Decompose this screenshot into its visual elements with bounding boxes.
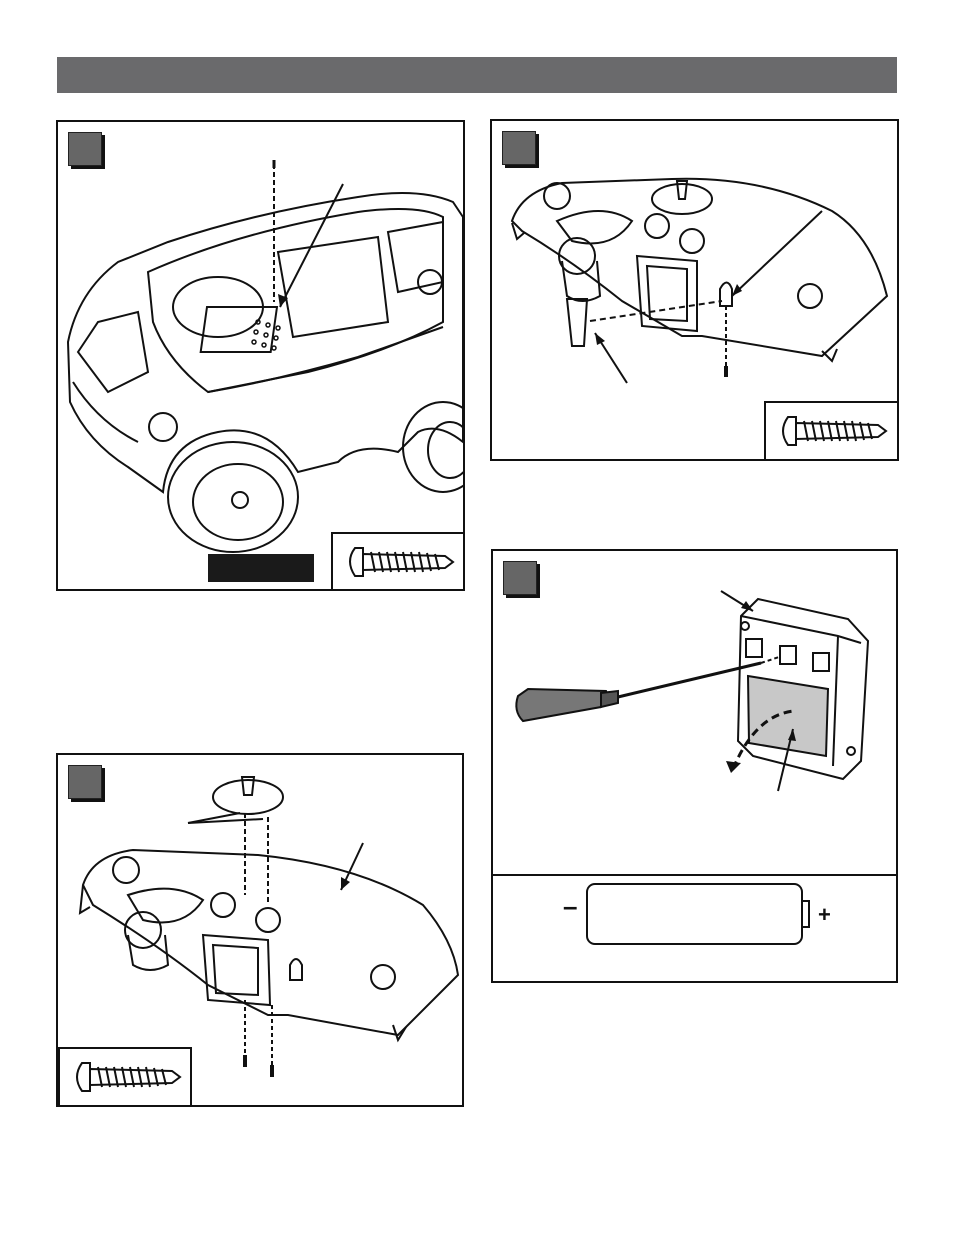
battery-icon — [493, 876, 896, 981]
battery-negative-sign: – — [563, 893, 577, 919]
hardware-inset — [764, 401, 899, 461]
screw-icon — [333, 534, 463, 589]
control-box-icon — [493, 551, 896, 876]
screw-icon — [60, 1049, 190, 1105]
step-2-panel — [490, 119, 899, 461]
part-label-bar — [208, 554, 314, 582]
step-1-panel — [56, 120, 465, 591]
hardware-inset — [58, 1047, 192, 1107]
car-body-icon — [58, 122, 463, 589]
step-4-panel: – + — [491, 549, 898, 983]
hardware-inset — [331, 532, 465, 591]
step-3-panel — [56, 753, 464, 1107]
screw-icon — [766, 403, 897, 459]
battery-positive-sign: + — [818, 904, 831, 926]
section-header-bar — [57, 57, 897, 93]
